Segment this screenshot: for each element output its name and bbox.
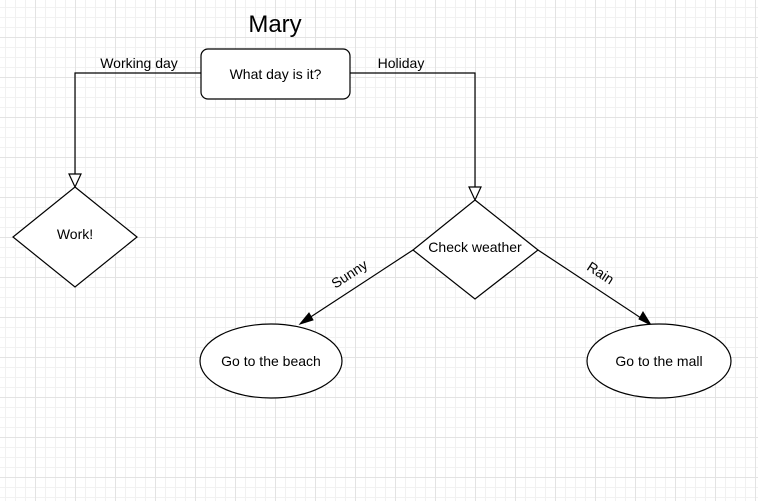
node-mall-label: Go to the mall [615,353,702,369]
node-beach[interactable]: Go to the beach [199,323,343,399]
edge-holiday[interactable] [350,72,482,202]
edge-working-day[interactable] [68,72,201,189]
node-mall[interactable]: Go to the mall [586,323,732,399]
node-what-day-label: What day is it? [230,66,322,82]
node-what-day[interactable]: What day is it? [200,48,351,100]
node-beach-label: Go to the beach [221,353,321,369]
edge-label-holiday: Holiday [378,55,425,71]
node-work-label: Work! [57,226,93,242]
node-check-weather[interactable]: Check weather [412,199,539,300]
node-work[interactable]: Work! [12,186,138,288]
edge-label-rain: Rain [584,258,617,287]
node-check-weather-label: Check weather [428,239,522,255]
edge-label-sunny: Sunny [328,256,370,291]
edge-label-working-day: Working day [100,55,178,71]
edge-rain[interactable] [537,249,653,327]
diagram-title: Mary [248,11,301,38]
edge-sunny[interactable] [298,249,414,325]
